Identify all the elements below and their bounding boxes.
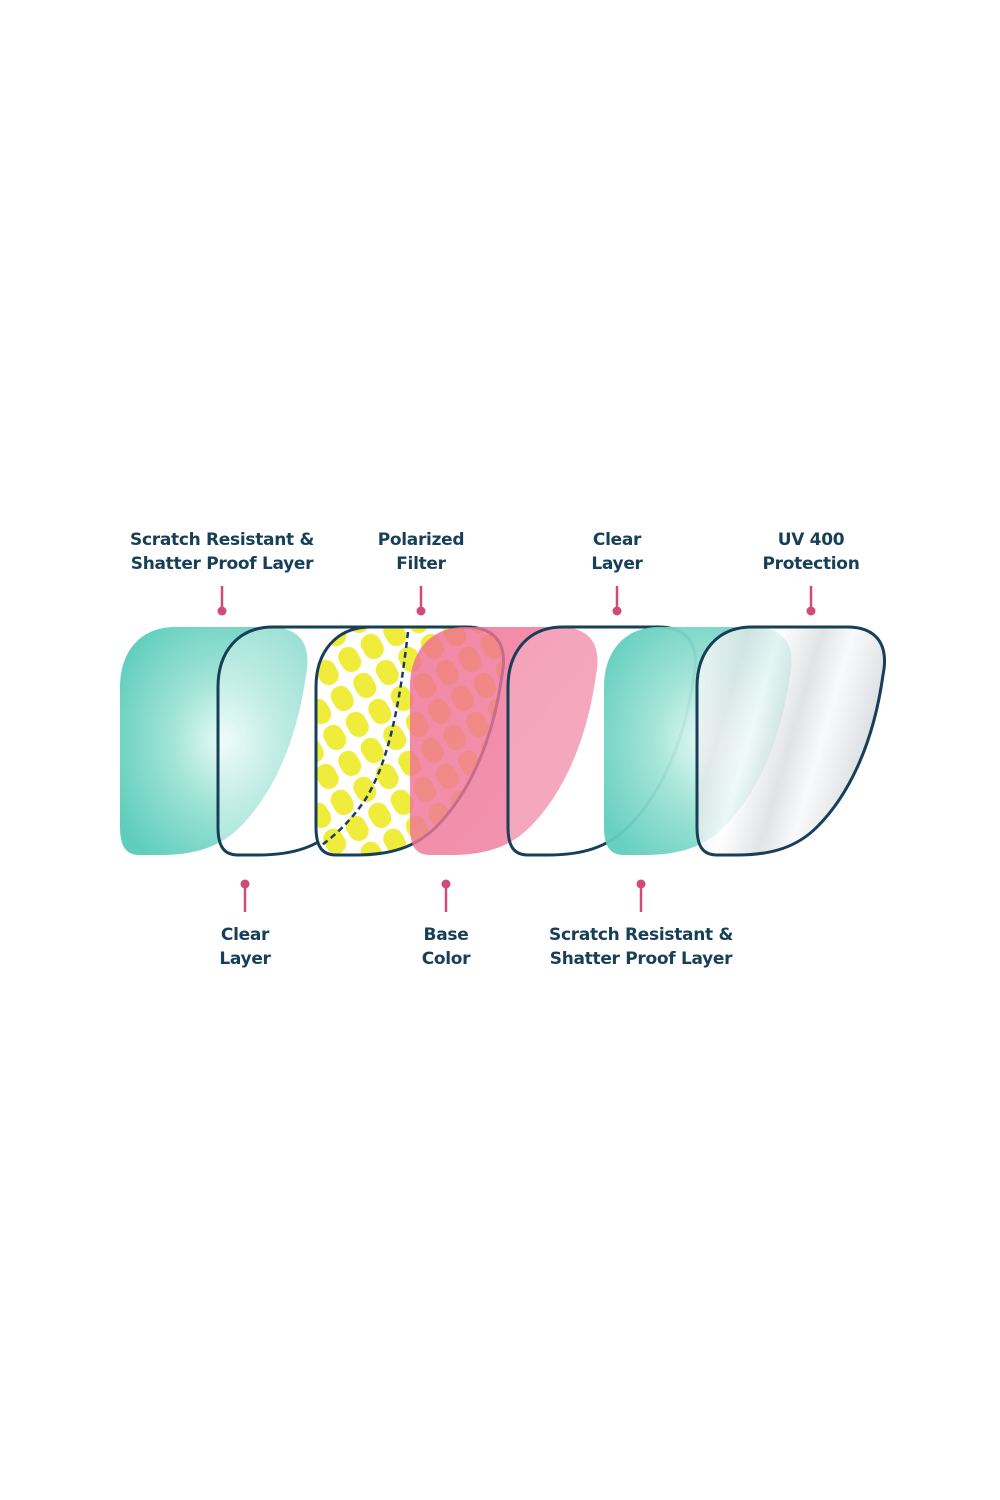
top-label-scratch-resistant-line-1: Scratch Resistant & — [130, 530, 314, 550]
top-label-polarized-line-1: Polarized — [378, 530, 465, 550]
top-label-clear-layer-line-2: Layer — [591, 554, 643, 574]
lens-layer-polarized-filter — [314, 625, 505, 857]
top-label-scratch-resistant-line-2: Shatter Proof Layer — [131, 554, 314, 574]
bottom-label-base-color-line-1: Base — [424, 925, 469, 945]
bottom-pin-base-color — [441, 879, 451, 912]
top-pin-uv-400 — [806, 586, 816, 616]
top-label-clear-layer-line-1: Clear — [593, 530, 642, 550]
top-label-uv-400-line-2: Protection — [763, 554, 860, 574]
top-label-polarized-line-2: Filter — [396, 554, 446, 574]
top-label-uv-400-line-1: UV 400 — [778, 530, 845, 550]
bottom-label-scratch-resistant-line-2: Shatter Proof Layer — [550, 949, 733, 969]
lens-layer-uv-400 — [695, 625, 886, 857]
top-pin-scratch-resistant — [217, 586, 227, 616]
bottom-pin-scratch-resistant — [636, 879, 646, 912]
bottom-label-base-color-line-2: Color — [422, 949, 471, 969]
top-pin-polarized — [416, 586, 426, 616]
bottom-label-clear-layer-line-2: Layer — [219, 949, 271, 969]
bottom-label-clear-layer-line-1: Clear — [221, 925, 270, 945]
bottom-pin-clear-layer — [240, 879, 250, 912]
top-pin-clear-layer — [612, 586, 622, 616]
bottom-label-scratch-resistant-line-1: Scratch Resistant & — [549, 925, 733, 945]
polarized-divider-line — [321, 631, 410, 846]
